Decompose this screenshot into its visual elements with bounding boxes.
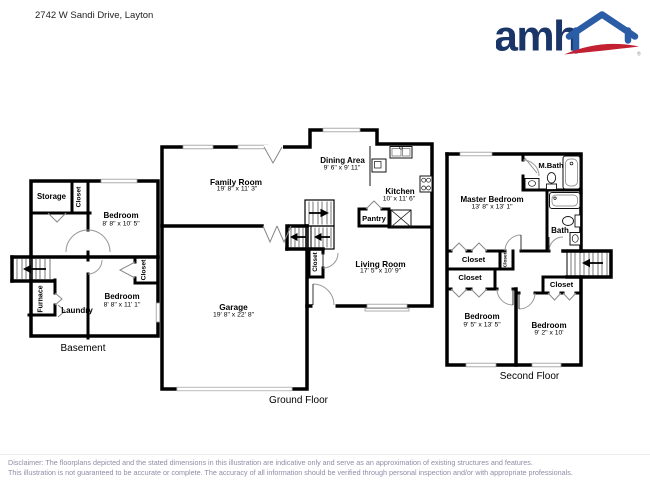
ground-windows — [182, 127, 410, 312]
room-dims-dining-area: 9' 6" x 9' 11" — [323, 164, 361, 172]
amh-logo: amh ® — [494, 9, 642, 61]
room-label-family-room: Family Room — [209, 176, 263, 187]
room-label-pantry: Pantry — [362, 213, 386, 223]
property-address: 2742 W Sandi Drive, Layton — [35, 10, 154, 21]
logo-swoosh — [564, 43, 639, 55]
master-bath-fixtures — [523, 155, 581, 190]
room-label-basement-bedroom1: Bedroom — [103, 211, 139, 220]
amh-logo-graphic: amh ® — [494, 11, 641, 61]
room-label-bedroom4: Bedroom — [531, 321, 567, 330]
room-dims-kitchen: 10' x 11' 6" — [382, 195, 416, 203]
room-label-dining-area: Dining Area — [320, 156, 365, 165]
room-label-left-closet: Closet — [458, 273, 482, 283]
room-label-living-room: Living Room — [355, 258, 406, 269]
room-label-master-closet: Closet — [461, 255, 486, 265]
basement-windows — [100, 178, 161, 323]
ground-stairs-up-arrow-icon — [309, 208, 329, 218]
second-stairs-icon — [566, 251, 608, 277]
floor-label-ground: Ground Floor — [269, 395, 328, 406]
room-label-hall-small-closet: Closet — [503, 252, 509, 268]
room-label-master-bath: M.Bath — [538, 161, 564, 171]
room-label-entry-closet: Closet — [311, 251, 319, 272]
basement-plan — [10, 178, 161, 340]
ground-stairs-icon — [286, 199, 335, 250]
room-dims-garage: 19' 8" x 22' 8" — [212, 311, 255, 319]
room-label-basement-closet-top: Closet — [75, 186, 83, 208]
house-icon — [565, 11, 639, 54]
room-label-laundry: Laundry — [61, 305, 93, 315]
room-label-right-closet: Closet — [549, 279, 574, 289]
room-label-basement-bedroom2: Bedroom — [104, 292, 140, 301]
room-label-storage: Storage — [36, 191, 67, 201]
kitchen-fixtures — [369, 146, 433, 193]
room-dims-living-room: 17' 5" x 10' 9" — [359, 267, 402, 275]
room-dims-basement-bedroom2: 8' 8" x 11' 1" — [103, 301, 141, 309]
registered-mark: ® — [637, 51, 641, 58]
second-floor-plan — [445, 151, 613, 368]
floor-label-second: Second Floor — [499, 371, 560, 382]
room-dims-basement-bedroom1: 8' 8" x 10' 5" — [102, 220, 140, 228]
room-label-garage: Garage — [219, 301, 248, 312]
room-dims-master-bedroom: 13' 8" x 13' 1" — [471, 203, 513, 211]
amh-logo-text: amh — [496, 13, 578, 58]
room-label-master-bedroom: Master Bedroom — [460, 195, 524, 204]
room-label-basement-closet-side: Closet — [140, 259, 148, 281]
second-windows — [459, 151, 562, 368]
room-dims-bedroom3: 9' 5" x 13' 5" — [463, 321, 501, 329]
floor-label-basement: Basement — [60, 343, 106, 354]
room-dims-bedroom4: 9' 2" x 10' — [534, 329, 564, 337]
footer-divider — [0, 454, 650, 455]
hall-bath-fixtures — [549, 192, 581, 246]
room-label-furnace: Furnace — [37, 285, 45, 313]
fridge-space — [390, 209, 412, 228]
room-dims-family-room: 19' 8" x 11' 3" — [216, 185, 258, 193]
ground-floor-plan — [160, 127, 434, 392]
room-label-bath: Bath — [551, 225, 569, 235]
disclaimer-line1: Disclaimer: The floorplans depicted and … — [8, 458, 533, 467]
garage-door — [176, 386, 293, 392]
room-label-bedroom3: Bedroom — [464, 312, 500, 321]
disclaimer-line2: This illustration is not guaranteed to b… — [8, 468, 573, 477]
room-label-kitchen: Kitchen — [385, 187, 415, 196]
basement-stairs-arrow-icon — [23, 264, 46, 274]
ground-stairs-down-arrow-icons — [290, 233, 330, 241]
